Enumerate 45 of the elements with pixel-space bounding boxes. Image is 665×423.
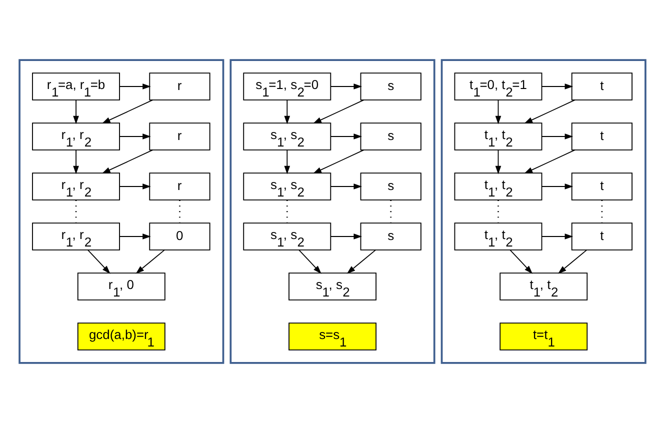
node-box: 0 [149,222,210,250]
arrow [330,134,362,140]
arrow [524,100,576,124]
node-box: t [571,72,632,100]
arrow [73,100,79,124]
node-box: s [360,122,422,150]
arrow [542,84,574,90]
arrow [284,100,290,124]
arrow [102,100,154,124]
arrow [330,184,362,190]
arrow [510,250,533,274]
arrow [330,84,362,90]
arrow [542,184,574,190]
arrow [524,150,576,174]
arrow [298,250,322,274]
node-box: r [149,72,210,100]
node-box: t [571,222,632,250]
arrow [542,234,574,240]
cluster [18,59,224,364]
arrow [313,100,364,124]
node-box: r [149,172,210,200]
arrow [102,150,154,174]
arrow [558,250,588,274]
node-box: s [360,172,422,200]
arrow [119,134,151,140]
arrow [495,100,502,124]
arrow [346,250,376,274]
node-box: s [360,222,422,250]
node-box: s [360,72,422,100]
arrow [119,84,151,90]
arrow [136,250,165,274]
node-box: r [149,122,210,150]
node-box: t [571,172,632,200]
arrow [495,150,502,174]
arrow [284,150,290,174]
arrow [330,234,362,240]
node-box: t [571,122,632,150]
arrow [87,250,110,274]
arrow [542,134,574,140]
arrow [73,150,79,174]
arrow [119,234,151,240]
arrow [119,184,151,190]
cluster [440,59,646,364]
arrow [313,150,364,174]
cluster [230,59,436,364]
